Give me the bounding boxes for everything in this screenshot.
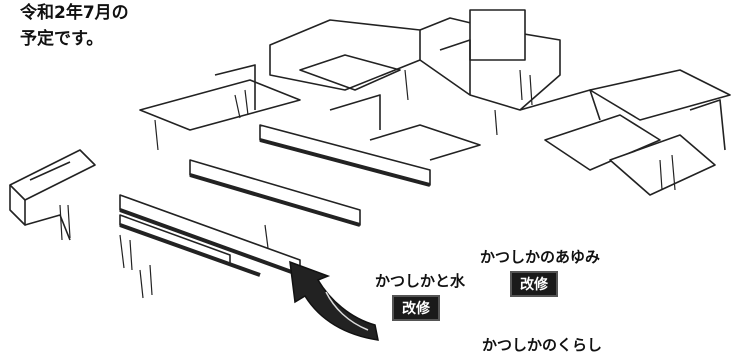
caption-line-1: 令和2年7月の [20,3,129,23]
zone-label-history: かつしかのあゆみ [480,248,601,266]
direction-arrow [289,260,379,341]
display-case-row-3 [259,124,431,187]
zone-label-life: かつしかのくらし [482,336,603,354]
zone-label-water: かつしかと水 [375,272,466,290]
middle-walls [139,64,481,161]
schedule-caption: 令和2年7月の 予定です。 [20,0,129,52]
back-room [269,9,601,121]
right-display [544,69,731,196]
display-case-row-2 [189,159,361,227]
zone-badge-history: 改修 [510,271,558,297]
caption-line-2: 予定です。 [20,29,104,49]
entrance-sign [9,149,96,241]
display-case-row-4 [119,214,261,277]
zone-badge-water: 改修 [392,295,440,321]
exhibit-details [59,69,676,299]
